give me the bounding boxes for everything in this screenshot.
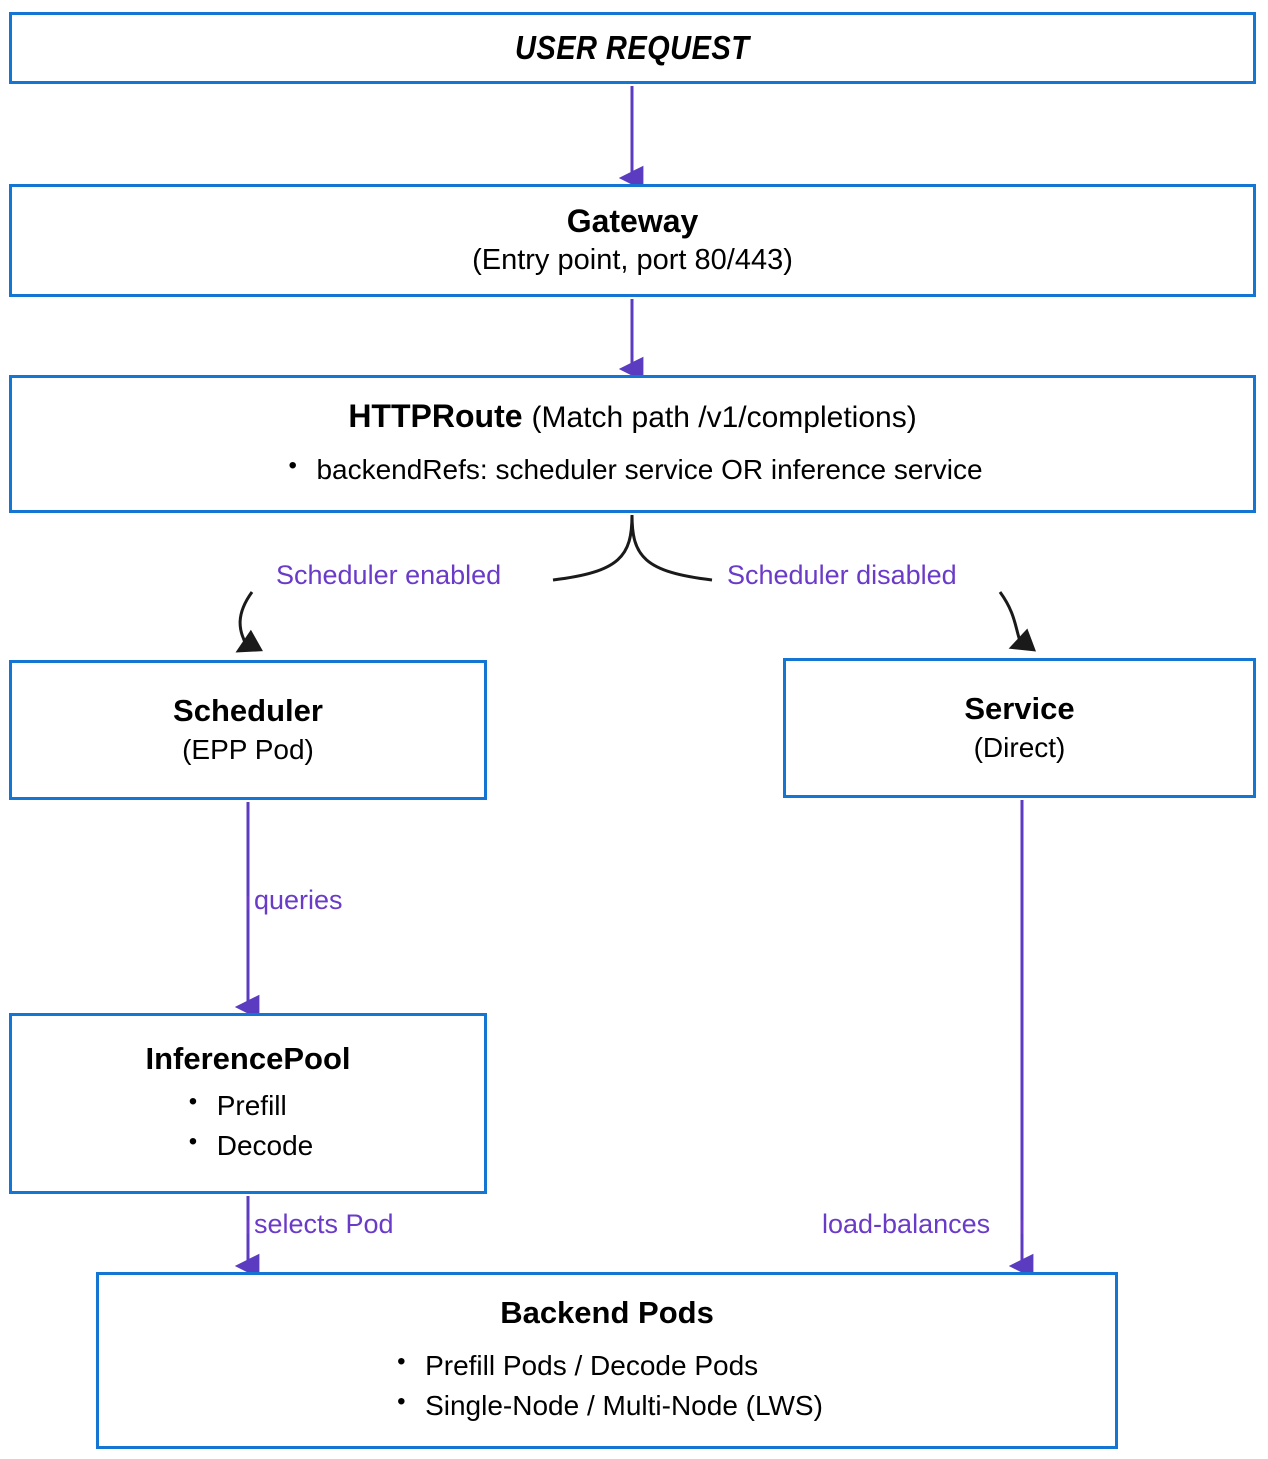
edge-label-selects-pod: selects Pod [254, 1209, 394, 1239]
edge-branch-left [552, 514, 634, 582]
node-gateway[interactable]: Gateway (Entry point, port 80/443) [9, 184, 1256, 297]
node-service-title: Service [964, 691, 1075, 727]
node-httproute[interactable]: HTTPRoute (Match path /v1/completions) b… [9, 375, 1256, 513]
list-item: Decode [183, 1125, 314, 1166]
node-backend-pods[interactable]: Backend Pods Prefill Pods / Decode Pods … [96, 1272, 1118, 1449]
edge-label-right-to-service [998, 591, 1036, 652]
edge-label-left-to-scheduler [235, 591, 263, 653]
node-service-subtitle: (Direct) [973, 731, 1066, 763]
node-gateway-subtitle: (Entry point, port 80/443) [472, 243, 793, 276]
node-httproute-title: HTTPRoute [348, 398, 523, 435]
list-item: Prefill [183, 1085, 314, 1126]
node-httproute-bullets: backendRefs: scheduler service OR infere… [282, 449, 982, 490]
edge-label-load-balances: load-balances [822, 1209, 991, 1239]
node-inferencepool-title: InferencePool [145, 1041, 351, 1077]
node-user-request[interactable]: USER REQUEST [9, 12, 1256, 84]
node-inferencepool-bullets: Prefill Decode [183, 1085, 314, 1166]
edge-branch-right [630, 514, 713, 582]
edge-label-queries: queries [254, 885, 343, 915]
node-backend-pods-title: Backend Pods [500, 1295, 714, 1331]
node-gateway-title: Gateway [566, 203, 699, 240]
node-httproute-header: HTTPRoute (Match path /v1/completions) [348, 398, 916, 436]
node-scheduler[interactable]: Scheduler (EPP Pod) [9, 660, 487, 800]
node-scheduler-title: Scheduler [173, 693, 323, 729]
node-user-request-title: USER REQUEST [515, 28, 750, 66]
list-item: Single-Node / Multi-Node (LWS) [391, 1385, 823, 1426]
node-httproute-subtitle: (Match path /v1/completions) [531, 401, 917, 435]
node-inferencepool[interactable]: InferencePool Prefill Decode [9, 1013, 487, 1194]
list-item: Prefill Pods / Decode Pods [391, 1345, 823, 1386]
edge-label-scheduler-disabled: Scheduler disabled [727, 560, 957, 590]
list-item: backendRefs: scheduler service OR infere… [282, 449, 982, 490]
edge-label-scheduler-enabled: Scheduler enabled [276, 560, 502, 590]
node-scheduler-subtitle: (EPP Pod) [182, 733, 314, 765]
node-service[interactable]: Service (Direct) [783, 658, 1256, 798]
node-backend-pods-bullets: Prefill Pods / Decode Pods Single-Node /… [391, 1345, 823, 1426]
